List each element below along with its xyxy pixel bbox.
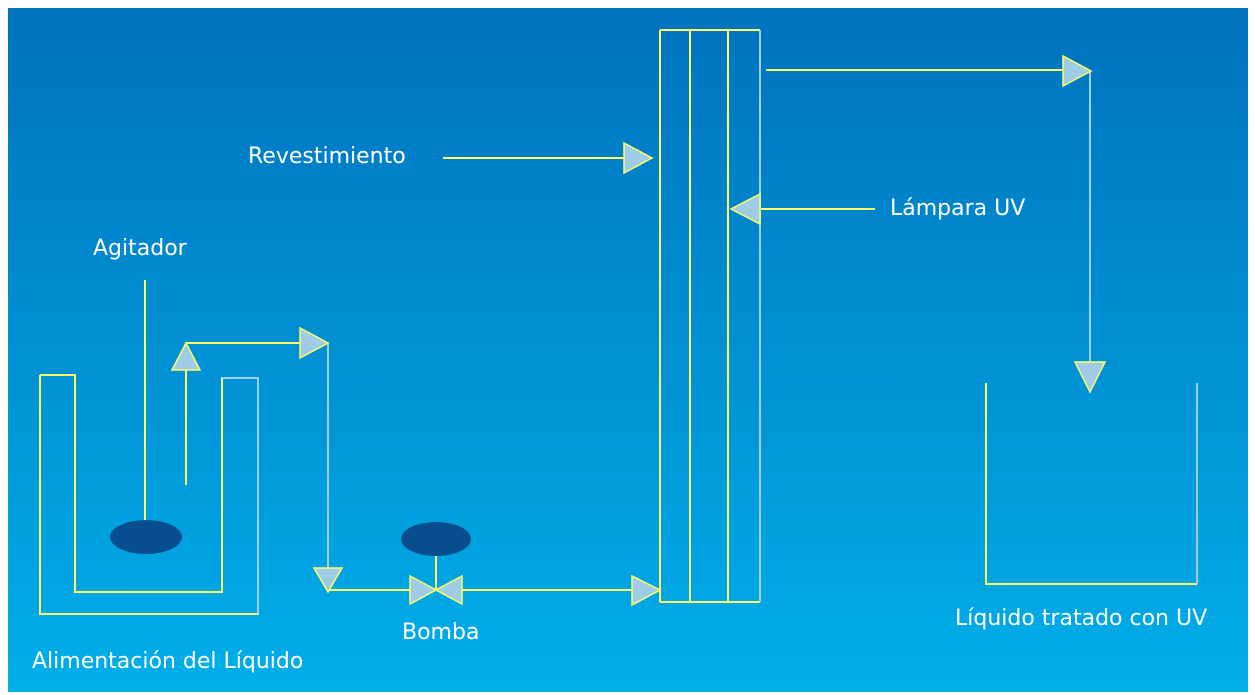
agitator-blade [110, 520, 182, 554]
label-coating: Revestimiento [248, 144, 406, 169]
treated-tank [985, 383, 1198, 585]
arrow-right-icon [1062, 54, 1093, 88]
label-agitator: Agitador [93, 236, 187, 261]
uv-reactor [659, 29, 761, 603]
arrow-right-icon [299, 326, 330, 360]
arrow-down-icon [1073, 361, 1107, 394]
pump-motor [401, 522, 471, 556]
arrow-down-icon [312, 567, 344, 594]
agitator [110, 280, 182, 554]
label-feed: Alimentación del Líquido [32, 649, 304, 674]
pump-valve-left-icon [409, 574, 438, 606]
pump [401, 522, 471, 606]
reactor-outlet-pipe [766, 69, 1091, 362]
arrow-up-icon [170, 341, 202, 371]
label-pump: Bomba [402, 620, 480, 645]
arrow-right-icon [623, 141, 654, 175]
arrow-right-icon [631, 574, 662, 607]
label-uv-lamp: Lámpara UV [890, 196, 1026, 221]
slide-background [8, 8, 1248, 692]
feed-tank [39, 374, 259, 615]
arrow-left-icon [729, 192, 761, 226]
label-treated: Líquido tratado con UV [955, 606, 1208, 631]
